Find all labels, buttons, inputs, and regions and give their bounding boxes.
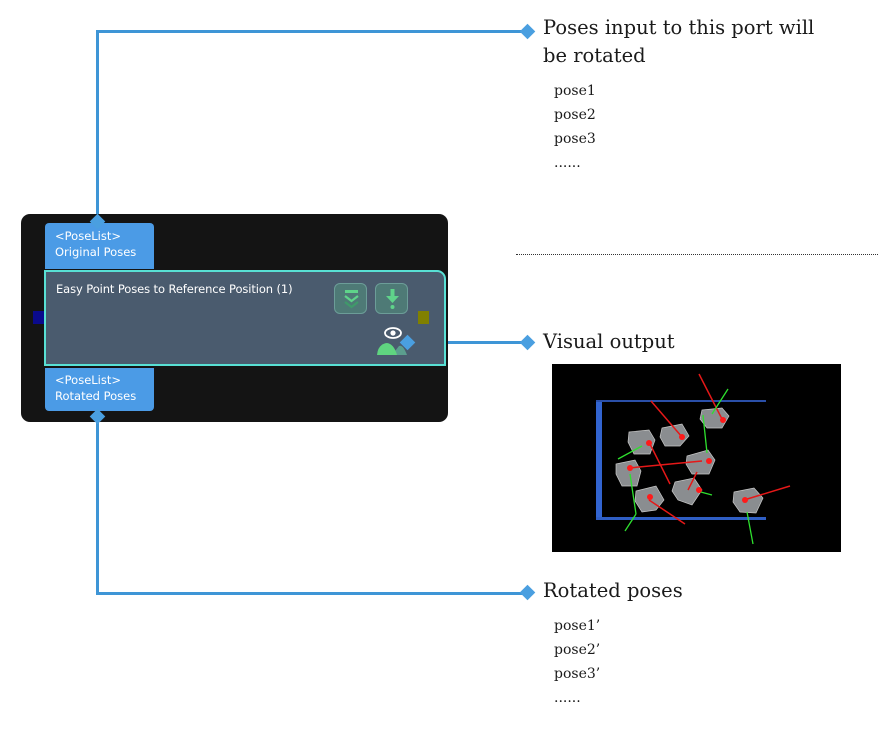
list-item: ...... — [554, 690, 581, 706]
collapse-button[interactable] — [334, 283, 367, 314]
input-connector-horizontal — [96, 30, 526, 33]
node-title: Easy Point Poses to Reference Position (… — [56, 282, 293, 296]
left-port[interactable] — [33, 311, 44, 324]
input-connector-vertical — [96, 30, 99, 220]
output-callout-marker — [519, 584, 536, 601]
visual-connector-horizontal — [410, 341, 526, 344]
output-port-name: Rotated Poses — [55, 389, 137, 403]
list-item: pose1 — [554, 83, 596, 99]
download-arrow-icon — [386, 289, 399, 309]
output-connector-horizontal — [96, 592, 526, 595]
list-item: ...... — [554, 155, 581, 171]
pose-visualization-image — [596, 373, 791, 545]
visual-callout-title: Visual output — [543, 330, 675, 353]
list-item: pose3 — [554, 131, 596, 147]
right-port[interactable] — [418, 311, 429, 324]
output-callout-list: pose1’ pose2’ pose3’ ...... — [554, 614, 600, 710]
node-body[interactable]: Easy Point Poses to Reference Position (… — [44, 270, 446, 366]
eye-mountain-icon[interactable] — [375, 324, 409, 356]
output-port-type: <PoseList> — [55, 373, 122, 387]
input-port-name: Original Poses — [55, 245, 137, 259]
output-connector-vertical — [96, 418, 99, 595]
output-port-rotated-poses[interactable]: <PoseList> Rotated Poses — [45, 368, 154, 411]
input-port-type: <PoseList> — [55, 229, 122, 243]
list-item: pose3’ — [554, 666, 601, 682]
list-item: pose1’ — [554, 618, 601, 634]
input-port-original-poses[interactable]: <PoseList> Original Poses — [45, 223, 154, 269]
collapse-chevrons-icon — [344, 290, 359, 309]
input-callout-marker — [519, 23, 536, 40]
list-item: pose2 — [554, 107, 596, 123]
visual-callout-marker — [519, 334, 536, 351]
list-item: pose2’ — [554, 642, 601, 658]
section-divider — [516, 254, 878, 255]
input-callout-list: pose1 pose2 pose3 ...... — [554, 79, 596, 175]
input-callout-title: Poses input to this port will be rotated — [543, 16, 815, 67]
visual-output-preview — [552, 364, 841, 552]
download-button[interactable] — [375, 283, 408, 314]
output-callout-title: Rotated poses — [543, 579, 683, 602]
